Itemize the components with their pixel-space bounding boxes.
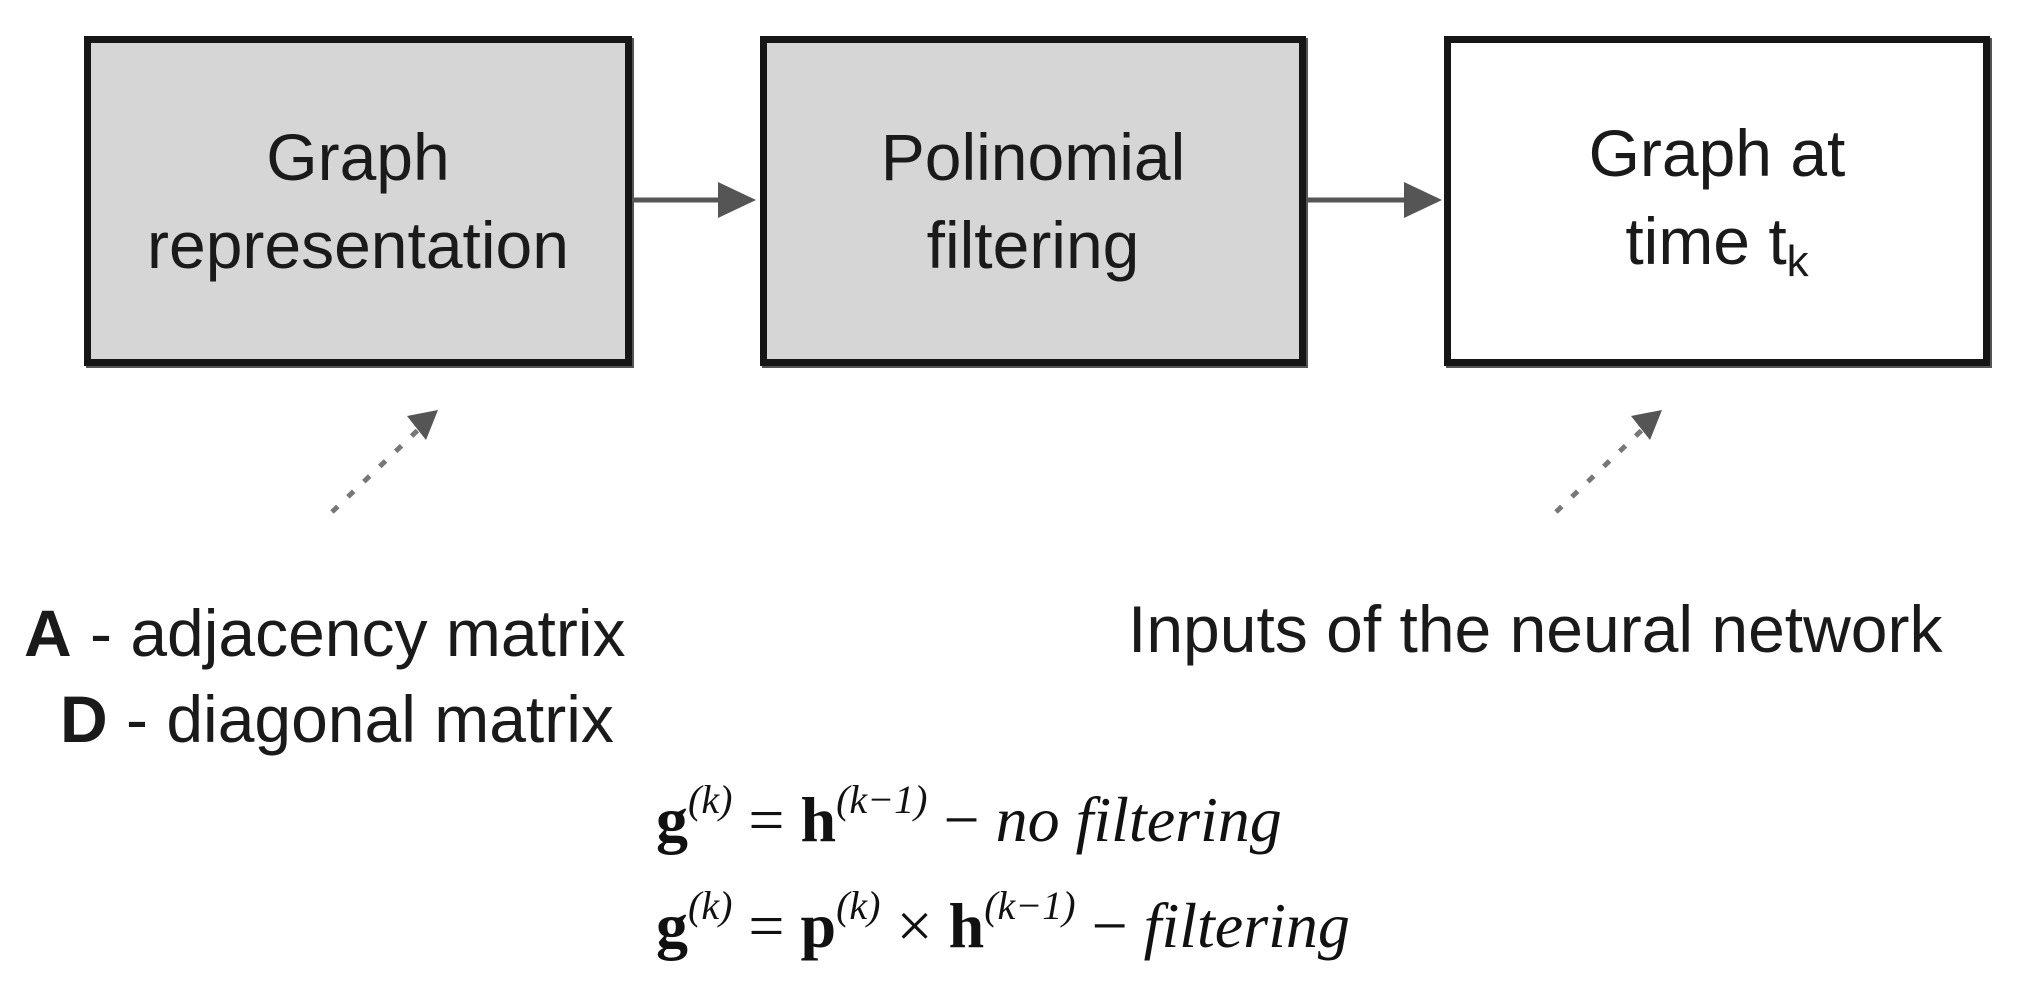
formula1-dash: − (927, 784, 996, 855)
legend-inputs: Inputs of the neural network (1128, 592, 1943, 666)
formula-no-filtering: g(k) = h(k−1) − no filtering (656, 780, 1282, 852)
formula2-eq: = (732, 890, 801, 961)
formula-filtering: g(k) = p(k) × h(k−1) − filtering (656, 886, 1350, 958)
formula1-g: g (656, 784, 688, 855)
formula2-g: g (656, 890, 688, 961)
box-graph-at-time-line1: Graph at (1588, 115, 1846, 190)
legend-diagonal: D - diagonal matrix (60, 686, 614, 752)
dotted-arrow-right (1554, 428, 1644, 514)
formula2-dash: − (1075, 890, 1144, 961)
formula2-p-sup: (k) (836, 883, 881, 928)
arrowhead-2 (1404, 182, 1442, 218)
box-polinomial-filtering-line2: filtering (926, 208, 1140, 282)
formula2-h-sup: (k−1) (984, 883, 1076, 928)
dotted-arrow-left (330, 428, 420, 514)
formula2-h: h (948, 890, 985, 961)
box-graph-representation-line2: representation (147, 208, 569, 282)
formula1-eq: = (732, 784, 801, 855)
box-graph-at-time-line2: time tk (1625, 197, 1808, 294)
formula2-times: × (880, 890, 949, 961)
formula2-g-sup: (k) (688, 883, 733, 928)
time-subscript: k (1786, 236, 1809, 286)
formula1-caption: no filtering (995, 784, 1282, 855)
box-graph-representation: Graph representation (84, 36, 632, 366)
formula1-h-sup: (k−1) (836, 777, 928, 822)
legend-diagonal-text: - diagonal matrix (107, 682, 614, 756)
box-graph-representation-line1: Graph (266, 120, 450, 194)
formula1-h: h (800, 784, 837, 855)
dotted-arrowhead-left (407, 410, 438, 440)
dotted-arrowhead-right (1631, 410, 1662, 440)
time-label: time t (1625, 203, 1787, 278)
symbol-a: A (24, 596, 72, 670)
box-graph-at-time: Graph at time tk (1444, 36, 1990, 366)
formula2-p: p (800, 890, 837, 961)
box-polinomial-filtering-line1: Polinomial (880, 120, 1186, 194)
formula1-g-sup: (k) (688, 777, 733, 822)
legend-adjacency-text: - adjacency matrix (71, 596, 626, 670)
box-polinomial-filtering: Polinomial filtering (760, 36, 1306, 366)
arrowhead-1 (718, 182, 756, 218)
legend-adjacency: A - adjacency matrix (24, 600, 626, 666)
symbol-d: D (60, 682, 108, 756)
formula2-caption: filtering (1143, 890, 1350, 961)
